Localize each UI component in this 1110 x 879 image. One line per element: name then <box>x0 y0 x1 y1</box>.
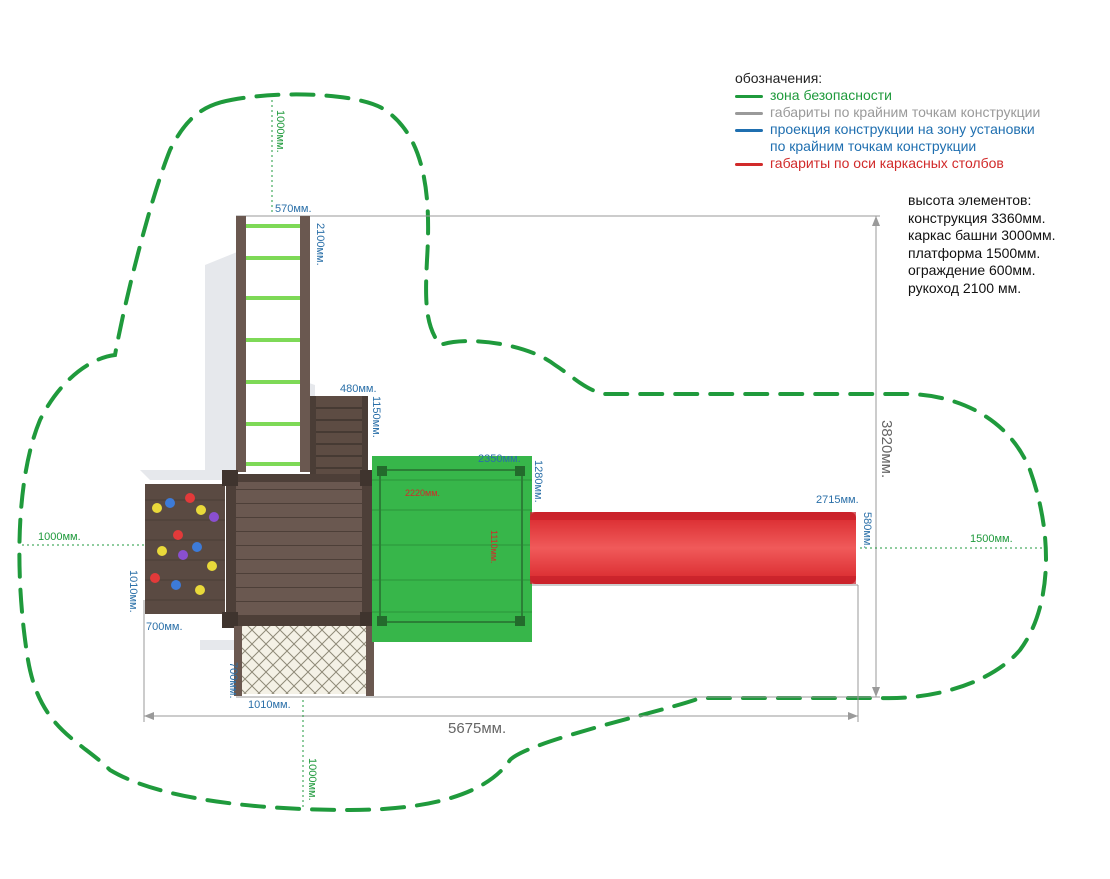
tower-deck <box>222 470 376 628</box>
dim-zone-bottom: 1000мм. <box>306 758 318 801</box>
height-line: платформа 1500мм. <box>908 244 1041 261</box>
legend-label: зона безопасности <box>770 87 892 103</box>
dim-zone-top: 1000мм. <box>274 110 286 153</box>
dim-ladder-width: 570мм. <box>275 203 312 215</box>
dim-stairs-length: 1150мм. <box>370 396 382 438</box>
dim-total-height: 3820мм. <box>878 420 895 478</box>
legend-item-post-axis: габариты по оси каркасных столбов <box>735 155 1040 172</box>
slide <box>530 512 856 584</box>
legend-label: по крайним точкам конструкции <box>770 138 977 154</box>
dimension-lines <box>143 215 880 722</box>
element-heights: высота элементов: конструкция 3360мм. ка… <box>908 192 1056 297</box>
safety-zone-outline <box>17 92 1049 813</box>
zone-extent-lines <box>22 100 1045 810</box>
legend: обозначения: зона безопасности габариты … <box>735 70 1040 172</box>
dim-slide-width: 580мм. <box>861 512 873 549</box>
legend-title: обозначения: <box>735 70 823 86</box>
legend-label: проекция конструкции на зону установки <box>770 121 1035 137</box>
height-line: конструкция 3360мм. <box>908 209 1046 226</box>
monkey-bars <box>236 216 310 472</box>
legend-item-projection-cont: по крайним точкам конструкции <box>735 138 1040 155</box>
dim-stairs-width: 480мм. <box>340 383 377 395</box>
net-bridge <box>234 626 374 696</box>
dim-net-height: 700мм. <box>227 662 239 699</box>
dim-net-width: 1010мм. <box>248 699 291 711</box>
dimension-labels: 1000мм. 570мм. 2100мм. 480мм. 1150мм. 23… <box>38 110 1013 801</box>
heights-title: высота элементов: <box>908 192 1032 208</box>
dim-slide-length: 2715мм. <box>816 494 859 506</box>
dimension-arrows <box>144 216 880 720</box>
height-line: рукоход 2100 мм. <box>908 279 1022 296</box>
dim-wall-height: 1010мм. <box>127 570 139 613</box>
legend-item-projection: проекция конструкции на зону установки <box>735 121 1040 138</box>
green-platform <box>372 456 532 642</box>
dim-inner-width: 2220мм. <box>405 488 440 498</box>
dim-platform-width: 2350мм. <box>478 453 521 465</box>
legend-item-safety-zone: зона безопасности <box>735 87 1040 104</box>
dim-total-width: 5675мм. <box>448 720 506 737</box>
dim-wall-width: 700мм. <box>146 621 183 633</box>
dim-platform-side: 1280мм. <box>532 460 544 503</box>
height-line: каркас башни 3000мм. <box>908 227 1056 243</box>
legend-swatch <box>735 129 763 132</box>
stairs <box>310 396 368 476</box>
dim-inner-side: 1110мм. <box>489 530 499 564</box>
dim-ladder-length: 2100мм. <box>314 223 326 266</box>
legend-item-outer-dimensions: габариты по крайним точкам конструкции <box>735 104 1040 121</box>
legend-swatch <box>735 163 763 166</box>
climbing-holds <box>150 493 219 595</box>
dim-zone-left: 1000мм. <box>38 531 81 543</box>
legend-swatch <box>735 95 763 98</box>
legend-swatch <box>735 112 763 115</box>
height-line: ограждение 600мм. <box>908 262 1036 278</box>
legend-label: габариты по оси каркасных столбов <box>770 155 1004 171</box>
legend-label: габариты по крайним точкам конструкции <box>770 104 1041 120</box>
dim-zone-right: 1500мм. <box>970 533 1013 545</box>
